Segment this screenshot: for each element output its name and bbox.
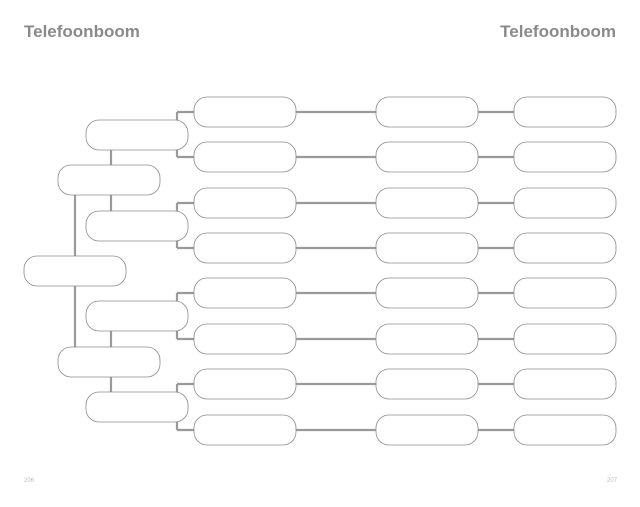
level2-box — [85, 210, 189, 242]
level3-box — [193, 141, 297, 173]
level5-box — [513, 141, 617, 173]
page-number-right: 207 — [606, 478, 617, 484]
level2-box — [85, 391, 189, 423]
level4-box — [375, 232, 479, 264]
level5-box — [513, 277, 617, 309]
level3-box — [193, 232, 297, 264]
level5-box — [513, 187, 617, 219]
level4-box — [375, 96, 479, 128]
level5-box — [513, 368, 617, 400]
level5-box — [513, 323, 617, 355]
level5-box — [513, 232, 617, 264]
page-title-left: Telefoonboom — [24, 22, 140, 41]
level1-box — [57, 164, 161, 196]
level4-box — [375, 414, 479, 446]
level5-box — [513, 96, 617, 128]
level4-box — [375, 141, 479, 173]
page-title-right: Telefoonboom — [500, 22, 616, 41]
level4-box — [375, 368, 479, 400]
level2-box — [85, 300, 189, 332]
level4-box — [375, 277, 479, 309]
tree-boxes — [23, 96, 617, 446]
level3-box — [193, 96, 297, 128]
page-number-left: 206 — [24, 478, 35, 484]
level4-box — [375, 187, 479, 219]
level5-box — [513, 414, 617, 446]
level1-box — [57, 346, 161, 378]
level3-box — [193, 277, 297, 309]
level4-box — [375, 323, 479, 355]
level3-box — [193, 414, 297, 446]
level3-box — [193, 368, 297, 400]
level3-box — [193, 187, 297, 219]
root-box — [23, 255, 127, 287]
level2-box — [85, 119, 189, 151]
level3-box — [193, 323, 297, 355]
